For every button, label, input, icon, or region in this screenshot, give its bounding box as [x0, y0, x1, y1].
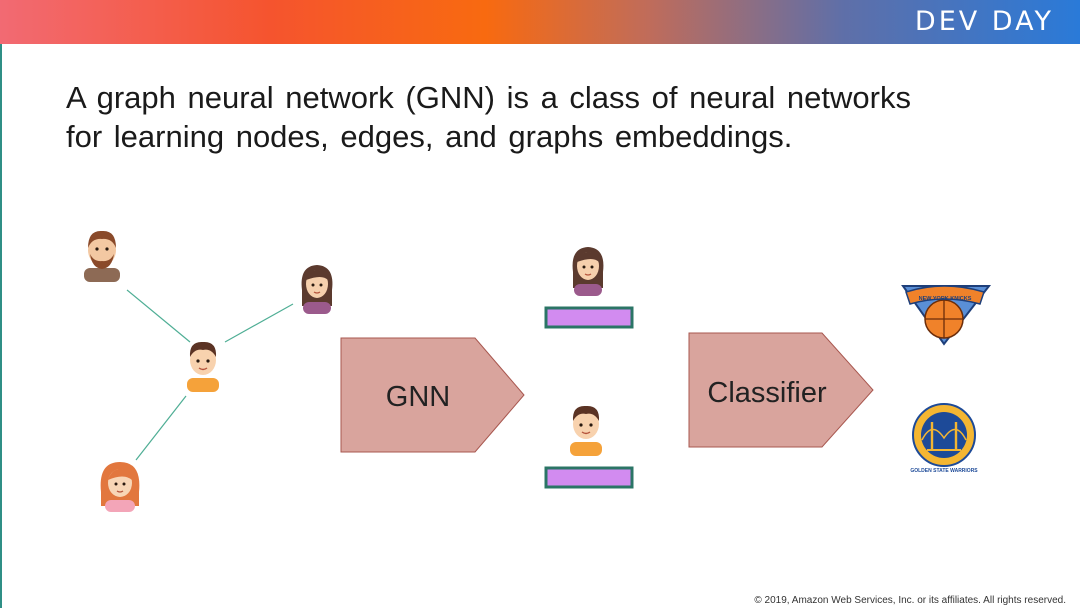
graph-edge [126, 289, 191, 343]
headline: A graph neural network (GNN) is a class … [66, 78, 1026, 156]
classifier-block: Classifier [688, 332, 874, 448]
knicks-logo: NEW YORK KNICKS [901, 285, 992, 346]
warriors-logo: GOLDEN STATE WARRIORS [910, 403, 978, 474]
graph-edge [135, 395, 187, 461]
output-woman-icon [572, 247, 604, 296]
left-rule [0, 44, 2, 608]
top-banner: DEV DAY [0, 0, 1080, 44]
gnn-arrow [340, 337, 525, 453]
gnn-block: GNN [340, 337, 525, 453]
headline-line-2: for learning nodes, edges, and graphs em… [66, 119, 793, 154]
embedding-vector-bottom [544, 466, 634, 489]
headline-line-1: A graph neural network (GNN) is a class … [66, 80, 911, 115]
classifier-label: Classifier [707, 377, 827, 409]
node-boy-center-icon [187, 341, 219, 392]
node-redhead-woman-icon [100, 462, 140, 512]
brand-title: DEV DAY [914, 6, 1054, 37]
knicks-logo-text: NEW YORK KNICKS [919, 296, 972, 302]
node-woman-icon [301, 265, 333, 314]
node-bearded-man-icon [84, 230, 120, 282]
warriors-logo-text: GOLDEN STATE WARRIORS [910, 468, 978, 474]
footer-copyright: © 2019, Amazon Web Services, Inc. or its… [754, 595, 1066, 606]
classifier-arrow [688, 332, 874, 448]
graph-edge [224, 303, 294, 343]
embedding-vector-top [544, 306, 634, 329]
output-boy-icon [570, 405, 602, 456]
gnn-label: GNN [386, 381, 450, 413]
